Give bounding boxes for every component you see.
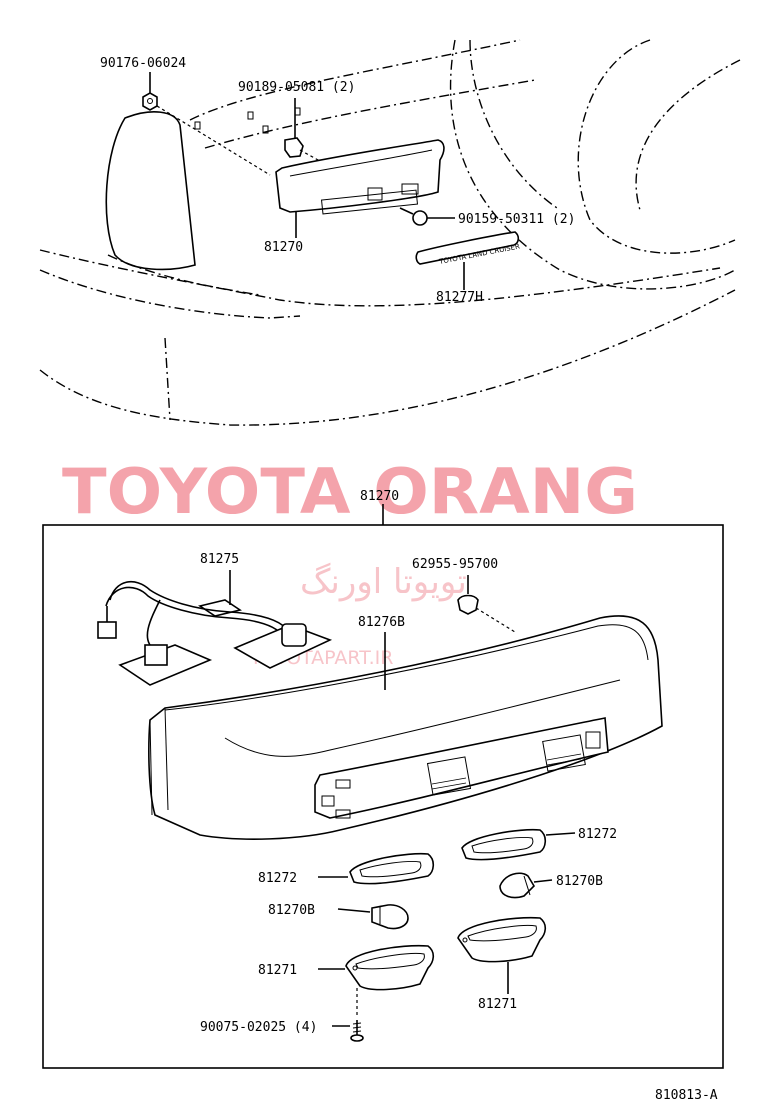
upper-lamp-assembly: TOYOTA LAND CRUISER: [142, 72, 521, 290]
clip-62955: [457, 575, 516, 633]
label-90159-50311: 90159-50311 (2): [458, 212, 575, 227]
label-90189-05081: 90189-05081 (2): [238, 80, 355, 95]
label-90176-06024: 90176-06024: [100, 56, 186, 71]
housing-right: [457, 916, 547, 994]
screw-90075: [332, 1020, 364, 1042]
label-81270-box: 81270: [360, 489, 399, 504]
label-81276B: 81276B: [358, 615, 405, 630]
lamp-body: [148, 615, 663, 840]
exploded-view-frame: [42, 504, 724, 1069]
vehicle-body-outline: [39, 39, 741, 426]
label-81272-left: 81272: [258, 871, 297, 886]
bulb-left: [337, 904, 409, 930]
label-62955-95700: 62955-95700: [412, 557, 498, 572]
label-90075-02025: 90075-02025 (4): [200, 1020, 317, 1035]
label-81272-right: 81272: [578, 827, 617, 842]
watermark-title: TOYOTA ORANG: [62, 455, 638, 528]
gasket-left: [318, 852, 435, 885]
label-81275: 81275: [200, 552, 239, 567]
figure-code: 810813-A: [655, 1088, 718, 1103]
bulb-right: [499, 872, 553, 899]
label-81277H: 81277H: [436, 290, 483, 305]
label-81270-upper: 81270: [264, 240, 303, 255]
label-81270B-left: 81270B: [268, 903, 315, 918]
wire-harness: [97, 580, 333, 686]
label-81270B-right: 81270B: [556, 874, 603, 889]
gasket-right: [461, 828, 576, 861]
label-81271-right: 81271: [478, 997, 517, 1012]
watermark-arabic: تویوتا اورنگ: [300, 562, 467, 602]
label-81271-left: 81271: [258, 963, 297, 978]
housing-left: [318, 944, 435, 1018]
